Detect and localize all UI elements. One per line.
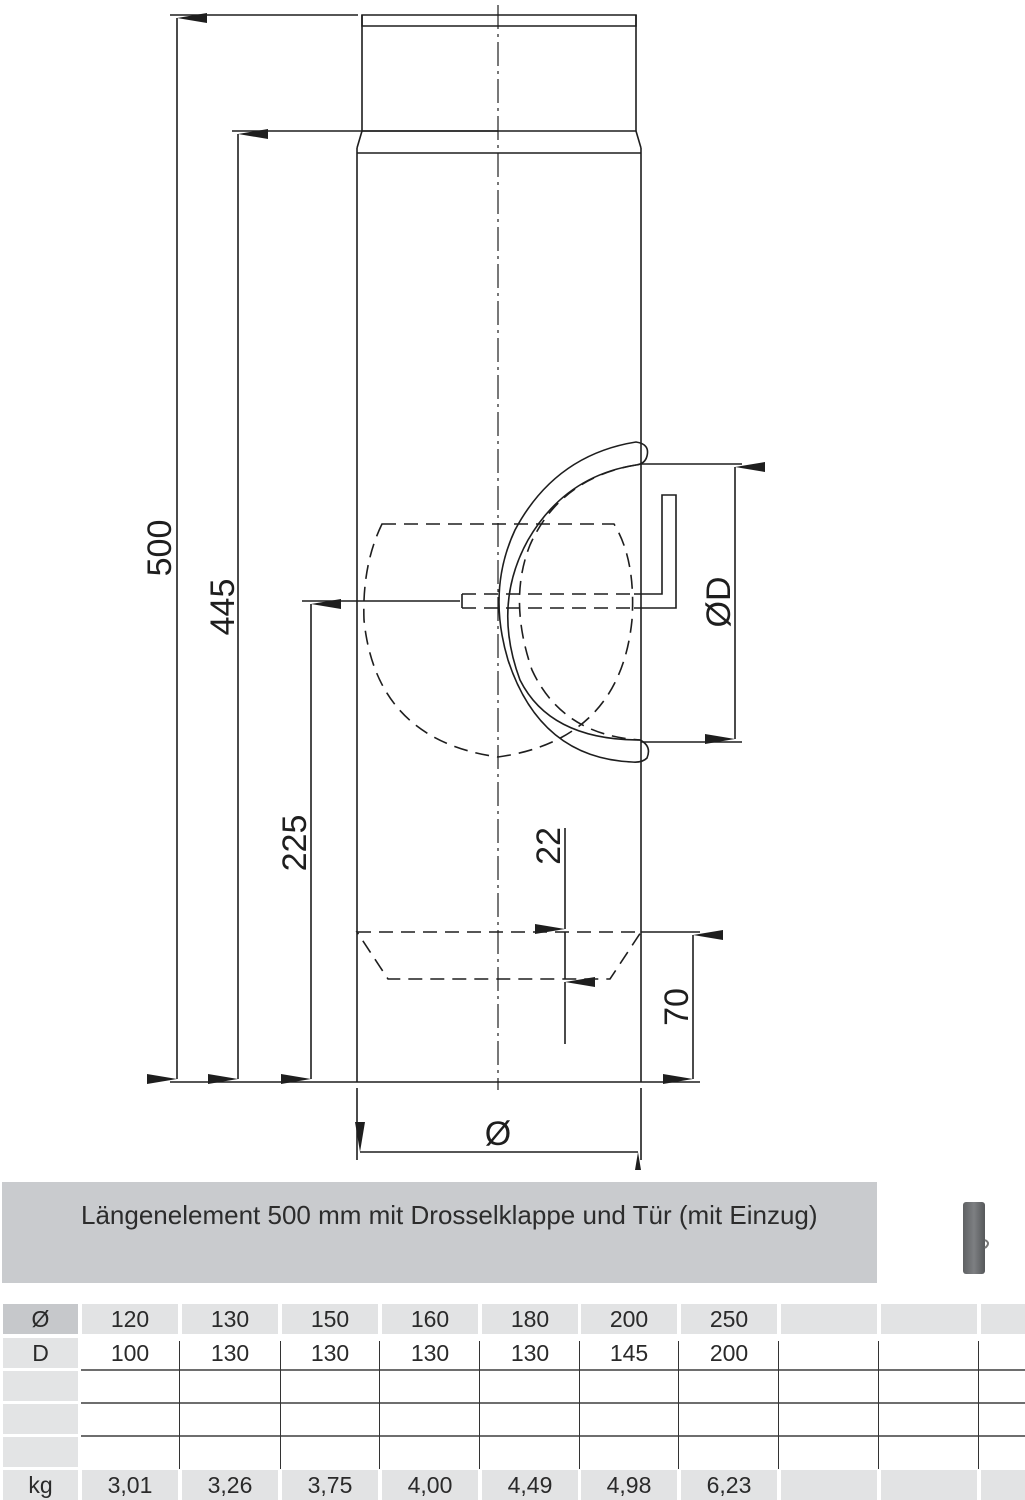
table-cell: 3,26 bbox=[182, 1470, 278, 1500]
table-cell: 4,49 bbox=[482, 1470, 578, 1500]
grid-line bbox=[978, 1341, 979, 1469]
grid-line bbox=[678, 1341, 679, 1469]
table-row-weight: kg 3,01 3,26 3,75 4,00 4,49 4,98 6,23 bbox=[3, 1470, 1025, 1500]
row-label bbox=[3, 1404, 78, 1434]
dim-225-label: 225 bbox=[276, 815, 314, 872]
table-cell: 6,23 bbox=[681, 1470, 777, 1500]
table-cell: 130 bbox=[510, 1340, 550, 1366]
pipe-top-sleeve bbox=[356, 14, 642, 154]
table-cell bbox=[881, 1304, 977, 1334]
table-cell bbox=[881, 1338, 977, 1368]
product-title: Längenelement 500 mm mit Drosselklappe u… bbox=[81, 1200, 818, 1230]
row-label bbox=[3, 1437, 78, 1467]
table-cell: 130 bbox=[410, 1340, 450, 1366]
dim-door-label: ØD bbox=[700, 577, 738, 628]
dim-445-label: 445 bbox=[204, 579, 242, 636]
table-cell: 250 bbox=[681, 1304, 777, 1334]
table-cell: 3,01 bbox=[82, 1470, 178, 1500]
row-label bbox=[3, 1371, 78, 1401]
table-cell bbox=[781, 1470, 877, 1500]
table-cell: 130 bbox=[182, 1304, 278, 1334]
table-row-empty bbox=[3, 1371, 1025, 1401]
grid-line bbox=[479, 1341, 480, 1469]
row-label: D bbox=[3, 1338, 78, 1368]
table-row-door-diameter: D 100 130 130 130 130 145 200 bbox=[3, 1338, 1025, 1368]
dim-70-label: 70 bbox=[658, 988, 696, 1026]
table-cell bbox=[781, 1304, 877, 1334]
table-cell: 130 bbox=[210, 1340, 250, 1366]
table-cell bbox=[881, 1470, 977, 1500]
table-row-empty bbox=[3, 1437, 1025, 1467]
table-cell: 145 bbox=[609, 1340, 649, 1366]
table-cell bbox=[981, 1304, 1025, 1334]
grid-line bbox=[81, 1435, 1025, 1437]
row-label: Ø bbox=[3, 1304, 78, 1334]
pipe-thumbnail-icon bbox=[963, 1202, 989, 1274]
grid-line bbox=[179, 1341, 180, 1469]
grid-line bbox=[81, 1369, 1025, 1371]
pipe-body bbox=[170, 148, 700, 1083]
table-cell: 200 bbox=[581, 1304, 677, 1334]
row-label: kg bbox=[3, 1470, 78, 1500]
technical-drawing: 500 445 225 ØD 22 70 Ø bbox=[141, 5, 765, 1170]
bottom-insert bbox=[355, 931, 643, 980]
table-cell: 160 bbox=[382, 1304, 478, 1334]
table-cell bbox=[981, 1470, 1025, 1500]
dim-22-label: 22 bbox=[530, 827, 568, 865]
table-row-empty bbox=[3, 1404, 1025, 1434]
door-inner bbox=[518, 464, 641, 741]
table-cell: 180 bbox=[482, 1304, 578, 1334]
table-row-diameter: Ø 120 130 150 160 180 200 250 bbox=[3, 1304, 1025, 1334]
grid-line bbox=[280, 1341, 281, 1469]
dim-diameter-label: Ø bbox=[485, 1115, 511, 1153]
damper-flap bbox=[363, 523, 634, 758]
table-cell: 4,00 bbox=[382, 1470, 478, 1500]
damper-handle bbox=[634, 494, 677, 609]
table-cell: 130 bbox=[310, 1340, 350, 1366]
table-cell bbox=[981, 1338, 1025, 1368]
table-cell: 150 bbox=[282, 1304, 378, 1334]
grid-line bbox=[778, 1341, 779, 1469]
table-cell bbox=[781, 1338, 877, 1368]
table-cell: 200 bbox=[709, 1340, 749, 1366]
table-cell: 100 bbox=[110, 1340, 150, 1366]
grid-line bbox=[379, 1341, 380, 1469]
dim-500-label: 500 bbox=[141, 520, 179, 577]
grid-line bbox=[579, 1341, 580, 1469]
grid-line bbox=[878, 1341, 879, 1469]
grid-line bbox=[81, 1402, 1025, 1404]
table-cell: 3,75 bbox=[282, 1470, 378, 1500]
table-cell: 120 bbox=[82, 1304, 178, 1334]
product-title-band: Längenelement 500 mm mit Drosselklappe u… bbox=[2, 1182, 877, 1283]
table-cell: 4,98 bbox=[581, 1470, 677, 1500]
